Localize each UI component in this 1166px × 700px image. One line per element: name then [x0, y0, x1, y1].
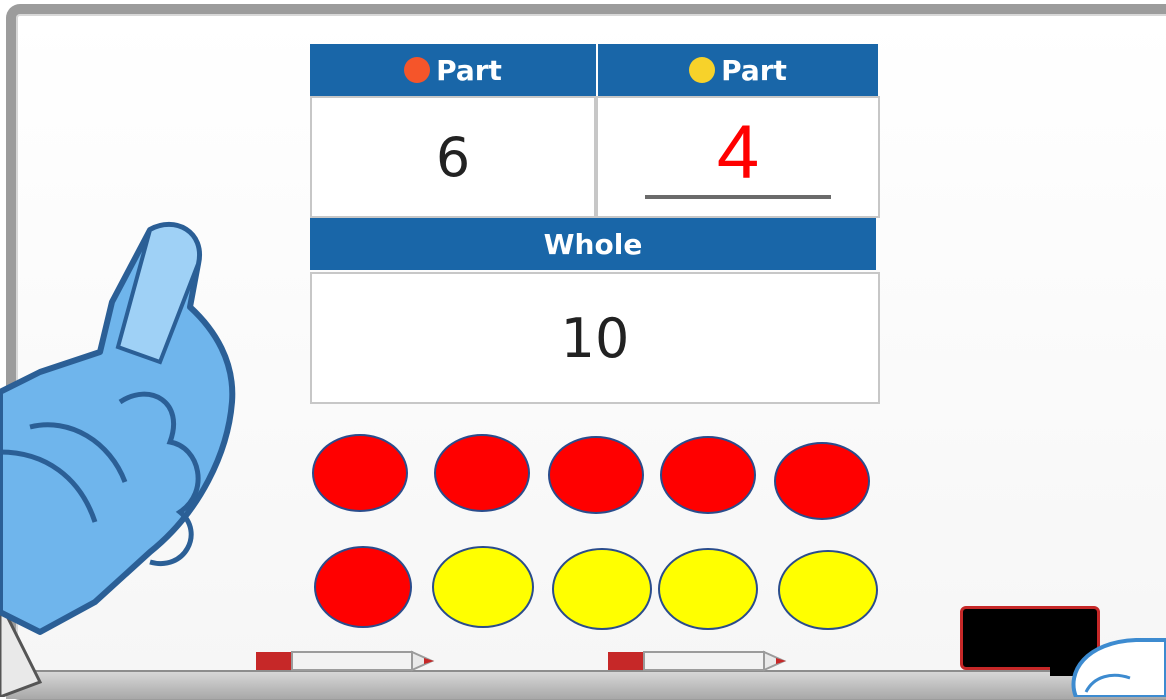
red-dot-icon — [404, 57, 430, 83]
marker-icon — [256, 648, 436, 676]
red-counter[interactable] — [312, 434, 408, 512]
part1-value-cell: 6 — [310, 96, 596, 218]
part1-value: 6 — [436, 126, 470, 189]
red-counter[interactable] — [548, 436, 644, 514]
answer-line — [645, 195, 831, 199]
yellow-counter[interactable] — [658, 548, 758, 630]
part-whole-table: Part Part 6 4 Whole 10 — [300, 34, 890, 414]
yellow-counter[interactable] — [778, 550, 878, 630]
part2-label: Part — [721, 54, 787, 87]
whole-value: 10 — [561, 307, 630, 370]
red-counter[interactable] — [314, 546, 412, 628]
whole-header: Whole — [310, 218, 876, 270]
part2-value-cell[interactable]: 4 — [596, 96, 880, 218]
hand-cursor-icon — [1046, 632, 1166, 697]
part1-header: Part — [310, 44, 596, 96]
whole-label: Whole — [544, 228, 643, 261]
marker-icon — [608, 648, 788, 676]
yellow-dot-icon — [689, 57, 715, 83]
yellow-counter[interactable] — [552, 548, 652, 630]
part2-value: 4 — [717, 115, 759, 191]
part2-header: Part — [598, 44, 878, 96]
red-counter[interactable] — [774, 442, 870, 520]
pointing-hand-icon — [0, 212, 250, 697]
red-counter[interactable] — [434, 434, 530, 512]
red-counter[interactable] — [660, 436, 756, 514]
part1-label: Part — [436, 54, 502, 87]
yellow-counter[interactable] — [432, 546, 534, 628]
whole-value-cell: 10 — [310, 272, 880, 404]
